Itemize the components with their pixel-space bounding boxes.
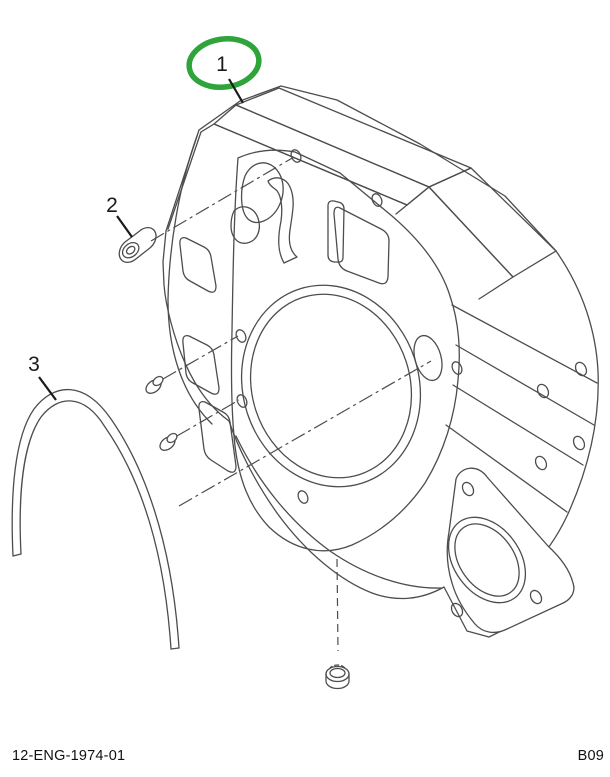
seal-band-end [12,553,22,557]
left-wall-slot [198,401,237,473]
callout-2[interactable]: 2 [106,194,133,238]
exploded-fasteners [118,227,350,690]
bolt-hole [461,481,475,497]
bolt-hole [536,383,550,399]
bolt-hole [371,193,383,207]
seal-band [11,388,180,650]
bottom-plug [325,664,350,690]
callout-1-highlight-circle[interactable] [186,34,262,91]
plug-side [325,673,350,690]
face-oval-hole [413,334,443,382]
face-opening [230,206,261,244]
dowel-pin [118,227,157,263]
left-wall-slot [179,237,217,293]
seal-band-inner [19,400,172,650]
bolt-hole [297,490,309,504]
bolt-hole [529,589,543,605]
bolt-hole [574,361,588,377]
face-opening [240,162,284,223]
center-line [176,399,240,437]
right-step-line [455,344,595,426]
right-step-line [452,384,584,466]
callout-1-leader [228,78,244,104]
center-line [162,335,239,380]
figure-part-code: 12-ENG-1974-01 [12,748,126,764]
callout-3-label[interactable]: 3 [28,353,40,376]
right-step-line [451,304,598,384]
bolt-hole [236,394,248,408]
callout-3-leader [38,376,57,401]
callout-1-label[interactable]: 1 [216,53,228,76]
bolt-hole [450,602,464,618]
face-opening [267,177,298,264]
mounting-bolt [159,432,178,451]
bolt-hole [235,329,247,343]
housing-top-rib [200,123,408,215]
flywheel-bore-inner [249,293,413,479]
flange-bore-inner [454,523,520,597]
housing-left-contour [167,135,213,425]
housing-left-block-edge [167,131,202,230]
figure-page-code: B09 [577,748,604,764]
callout-2-label[interactable]: 2 [106,194,118,217]
flywheel-housing-drawing [162,85,599,638]
housing-top-rib [406,186,514,300]
flange-bore-outer [447,516,527,604]
right-step-line [445,424,568,513]
bottom-rim-line [235,435,442,589]
face-opening [333,206,390,285]
center-line [178,360,432,507]
assembly-center-lines [150,156,432,652]
seal-band-end [170,647,180,650]
plug-counterbore [329,667,346,679]
center-line [336,558,339,652]
callout-3[interactable]: 3 [28,353,57,401]
flange-outline [446,467,575,634]
bolt-hole [572,435,586,451]
callout-2-leader [116,215,133,238]
seal-band-outer [11,388,180,649]
housing-face-outline [230,149,460,552]
dowel-pin-face [121,242,140,259]
callout-1[interactable]: 1 [186,34,262,104]
face-opening [327,200,345,263]
bolt-hole [534,455,548,471]
center-line [150,156,295,242]
dowel-pin-hole [125,245,136,255]
bolt-hole [451,361,463,375]
mounting-bolt [145,375,164,394]
